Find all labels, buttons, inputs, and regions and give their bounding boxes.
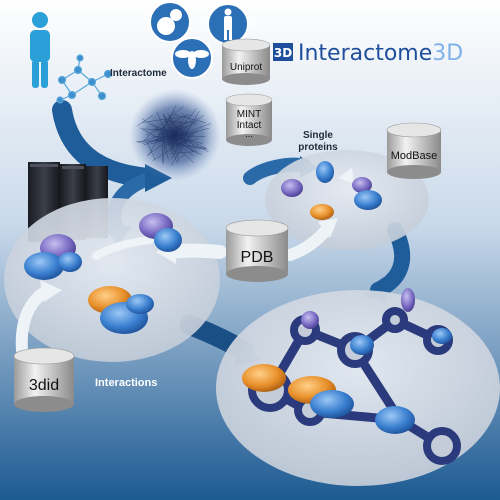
hairball-edge <box>172 116 185 135</box>
hairball-edge <box>166 137 195 163</box>
hairball-edge <box>179 138 199 145</box>
single-protein-structures <box>281 161 382 220</box>
light-arrowhead-3did <box>40 280 62 302</box>
hairball-edge <box>142 128 179 132</box>
hairball-edge <box>178 154 186 159</box>
protein-pair-structures <box>24 213 182 334</box>
hairball-edge <box>136 138 190 142</box>
database-3did: 3did <box>13 347 75 412</box>
logo-badge-text: 3D <box>274 46 292 60</box>
hairball-edge <box>170 135 190 166</box>
hairball-edge <box>146 141 156 161</box>
hairball-edge <box>166 143 208 150</box>
label-proteins: proteins <box>298 142 338 153</box>
hairball-edge <box>162 114 171 133</box>
hairball-edge <box>152 123 172 136</box>
database-3did-label: 3did <box>29 377 59 394</box>
light-arrowhead-modbase <box>338 168 354 184</box>
network-node <box>423 427 461 465</box>
logo-name-main: Interactome <box>298 41 432 66</box>
yeast-icon <box>149 1 191 43</box>
small-network-icon <box>56 54 113 104</box>
interactome3d-logo: 3D Interactome3D <box>273 41 463 66</box>
hairball-edge <box>148 105 177 156</box>
protein-pairs-area <box>4 198 220 362</box>
hairball-edge <box>157 119 197 136</box>
light-arrow-pdb-left <box>163 243 227 259</box>
hairball-edge <box>163 126 166 164</box>
light-arrowhead-pdb-right <box>318 218 338 238</box>
hairball-edge <box>137 126 188 144</box>
label-single: Single <box>303 130 333 141</box>
fly-icon <box>171 37 213 79</box>
human-icon <box>207 3 249 45</box>
person-icon <box>30 12 50 88</box>
hairball-edge <box>159 127 209 153</box>
hairball-edge <box>146 115 204 156</box>
logo-badge <box>273 43 293 61</box>
hairball-edges <box>136 105 212 166</box>
label-interactions: Interactions <box>95 377 157 389</box>
hairball-edge <box>166 131 177 152</box>
hairball-edge <box>174 108 197 136</box>
hairball-edge <box>152 138 189 161</box>
network-node <box>382 307 408 333</box>
database-pdb: PDB <box>225 219 289 282</box>
hairball-edge <box>142 135 172 144</box>
database-intact-label: Intact <box>237 120 262 131</box>
hairball-edge <box>181 112 197 126</box>
hairball-edge <box>168 130 199 145</box>
database-mint-intact: MINT Intact ... <box>225 93 273 146</box>
hairball-edge <box>146 106 184 136</box>
database-modbase-label: ModBase <box>391 150 437 162</box>
hairball-edge <box>174 114 206 124</box>
database-mint-label: MINT <box>237 109 261 120</box>
database-pdb-label: PDB <box>241 249 274 266</box>
3d-interaction-network <box>242 288 461 465</box>
svg-text:Interactome3D: Interactome3D <box>298 41 463 66</box>
database-more-label: ... <box>245 129 253 139</box>
database-modbase: ModBase <box>386 122 442 179</box>
single-proteins-area <box>265 150 429 250</box>
hairball-edge <box>171 151 195 154</box>
hairball-edge <box>174 127 186 143</box>
hairball-edge <box>139 127 162 140</box>
hairball-edge <box>180 122 183 139</box>
label-interactome: Interactome <box>110 68 167 79</box>
database-uniprot: Uniprot <box>221 38 271 85</box>
hairball-edge <box>165 109 176 125</box>
hairball-edge <box>141 115 193 123</box>
logo-name-accent: 3D <box>432 41 463 66</box>
hairball-edge <box>150 127 209 145</box>
light-arrow-pairs <box>92 236 154 260</box>
database-uniprot-label: Uniprot <box>230 62 262 73</box>
